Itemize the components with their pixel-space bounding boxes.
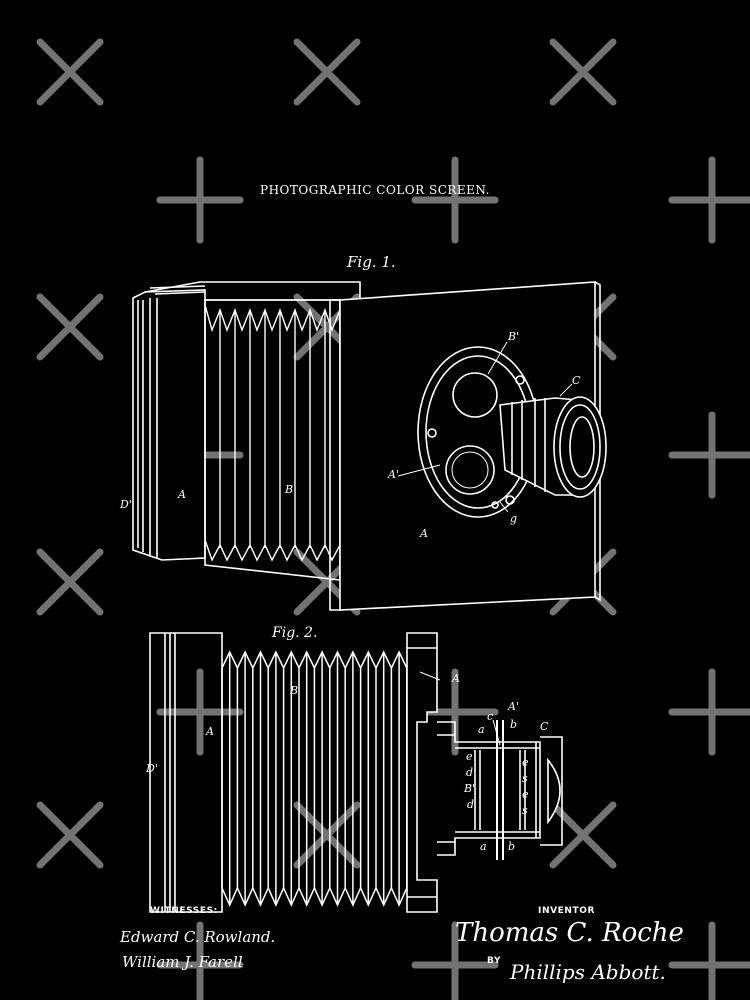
fig2-letter-a-bot: a: [480, 840, 487, 853]
inventor-signature: Thomas C. Roche: [455, 918, 684, 948]
fig2-letter-b-mid: B: [290, 684, 299, 697]
drawing-title: PHOTOGRAPHIC COLOR SCREEN.: [260, 183, 490, 197]
fig2-letter-a-top: a: [478, 723, 485, 736]
fig1-letter-d-prime: D': [120, 498, 132, 511]
fig1-letter-b-prime: B': [508, 330, 520, 343]
fig2-letter-d1: d: [466, 766, 474, 779]
fig1-letter-a-left: A: [178, 488, 186, 501]
watermark-stroke: [36, 293, 104, 361]
fig2-letter-d-prime: D': [146, 762, 158, 775]
fig1-camera-drawing: [132, 281, 607, 611]
fig2-letter-e3: e: [522, 788, 529, 801]
fig2-letter-b-bot: b: [508, 840, 516, 853]
fig1-label: Fig. 1.: [347, 253, 396, 271]
fig2-letter-s2: s: [522, 804, 528, 817]
watermark-stroke: [36, 801, 104, 869]
watermark-stroke: [549, 38, 617, 106]
fig1-letter-a-front: A: [420, 527, 428, 540]
fig2-letter-c-label: C: [540, 720, 549, 733]
fig2-letter-a-right: A: [452, 672, 460, 685]
by-label: BY: [487, 956, 502, 966]
fig2-letter-e2: e: [522, 756, 529, 769]
witness-1-signature: Edward C. Rowland.: [120, 928, 276, 946]
witness-2-signature: William J. Farell: [122, 953, 243, 971]
fig1-letter-g: g: [510, 512, 518, 525]
watermark-stroke: [36, 548, 104, 616]
fig1-letter-b: B: [285, 483, 294, 496]
fig1-letter-a-prime: A': [388, 468, 399, 481]
fig2-letter-a-prime: A': [508, 700, 519, 713]
fig2-letter-s1: s: [522, 772, 528, 785]
fig1-letter-c: C: [572, 374, 581, 387]
inventor-label: INVENTOR: [538, 906, 596, 916]
witnesses-label: WITNESSES:: [150, 906, 218, 916]
fig2-letter-c-top: c: [487, 710, 494, 723]
fig2-letter-d2: d: [467, 798, 475, 811]
fig2-letter-a-left: A: [206, 725, 214, 738]
watermark-stroke: [293, 38, 361, 106]
fig2-letter-b-top: b: [510, 718, 518, 731]
fig2-letter-e1: e: [466, 750, 473, 763]
watermark-stroke: [549, 801, 617, 869]
fig2-label: Fig. 2.: [272, 625, 318, 641]
attorney-signature: Phillips Abbott.: [510, 960, 666, 984]
fig2-section-drawing: [149, 632, 563, 913]
watermark-stroke: [36, 38, 104, 106]
fig2-letter-b-prime: B': [464, 782, 476, 795]
